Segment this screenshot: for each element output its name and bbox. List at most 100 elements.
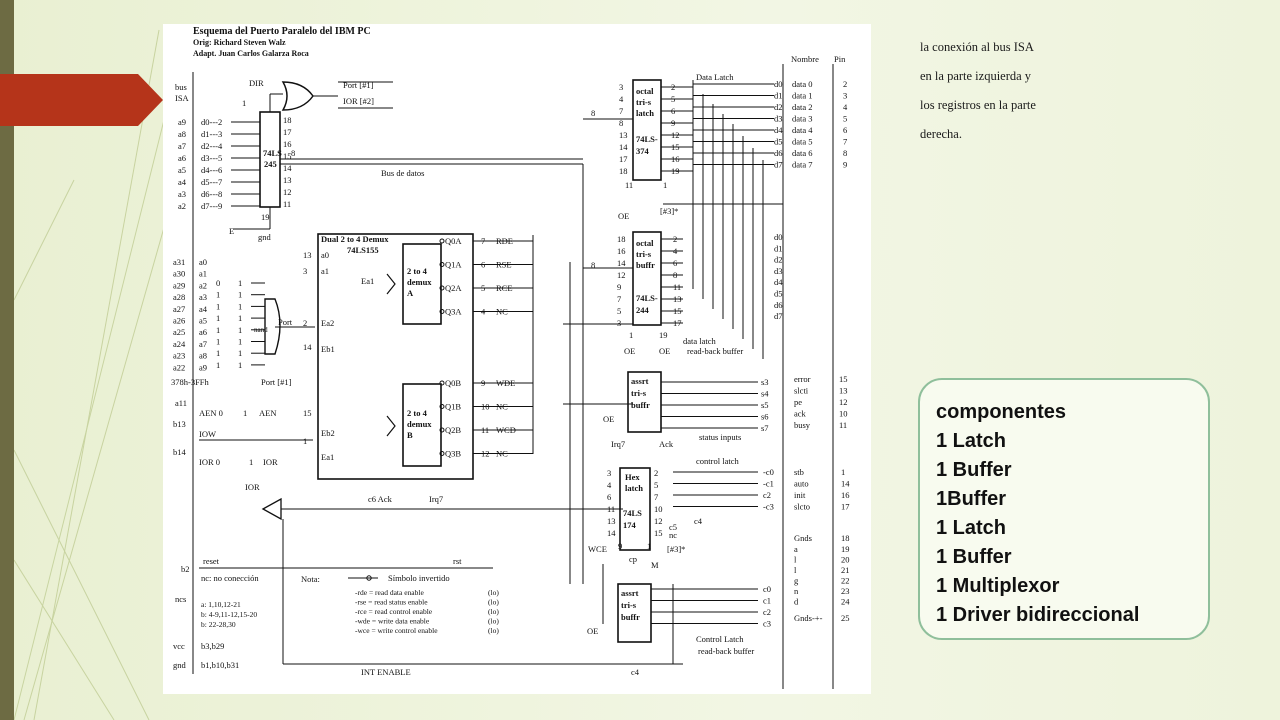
schematic-label: 1 [238, 290, 242, 300]
schematic-label: c1 [763, 596, 771, 606]
schematic-label: d3 [774, 114, 783, 124]
schematic-label: d3---5 [201, 153, 222, 163]
schematic-label: Irq7 [611, 439, 625, 449]
schematic-label: (lo) [488, 617, 499, 626]
schematic-label: 4 [843, 102, 848, 112]
schematic-label: 18 [617, 234, 626, 244]
schematic-label: 5 [671, 94, 675, 104]
nand-gate [264, 298, 281, 355]
schematic-label: 15 [283, 151, 292, 161]
schematic-label: 2 to 4 [407, 266, 428, 276]
schematic-label: Nombre [791, 54, 819, 64]
schematic-label: 374 [636, 146, 650, 156]
components-title: componentes [936, 401, 1067, 423]
schematic-label: [#3]* [660, 206, 678, 216]
schematic-label: reset [203, 556, 220, 566]
schematic-label: 11 [625, 180, 633, 190]
schematic-label: ncs [175, 594, 186, 604]
schematic-label: c5 [669, 522, 677, 532]
schematic-label: a22 [173, 362, 185, 372]
description-line: los registros en la parte [920, 98, 1036, 112]
schematic-label: (lo) [488, 626, 499, 635]
schematic-label: OE [587, 626, 598, 636]
schematic-label: octal [636, 238, 654, 248]
schematic-label: 6 [673, 258, 677, 268]
schematic-label: Data Latch [696, 72, 734, 82]
schematic-label: octal [636, 86, 654, 96]
control-buffer [617, 583, 652, 643]
schematic-label: IOR [245, 482, 260, 492]
schematic-label: bus [175, 82, 187, 92]
schematic-label: 7 [619, 106, 623, 116]
schematic-label: -wde = write data enable [355, 617, 430, 626]
schematic-label: a0 [199, 257, 207, 267]
schematic-label: a: 1,10,12-21 [201, 600, 241, 609]
schematic-label: 14 [841, 479, 850, 489]
schematic-label: assrt [621, 588, 639, 598]
schematic-label: Q3A [445, 307, 462, 317]
schematic-label: Q0A [445, 236, 462, 246]
schematic-label: d2---4 [201, 141, 223, 151]
schematic-label: RDE [496, 236, 513, 246]
schematic-label: IOW [199, 429, 216, 439]
schematic-label: 19 [261, 212, 270, 222]
component-item: 1 Buffer [936, 546, 1012, 568]
schematic-label: auto [794, 479, 809, 489]
schematic-label: 15 [671, 142, 680, 152]
schematic-label: A [407, 288, 414, 298]
schematic-label: 18 [841, 533, 850, 543]
driver-triangle [261, 497, 282, 521]
schematic-label: 1 [243, 408, 247, 418]
schematic-label: cp [629, 554, 637, 564]
schematic-label: latch [636, 108, 654, 118]
schematic-label: d [794, 597, 799, 607]
schematic-label: 24 [841, 597, 850, 607]
schematic-label: 9 [617, 282, 621, 292]
schematic-label: 245 [264, 159, 277, 169]
schematic-label: s4 [761, 389, 769, 399]
schematic-label: 22 [841, 576, 850, 586]
schematic-label: RCE [496, 283, 513, 293]
schematic-label: a31 [173, 257, 185, 267]
schematic-label: s3 [761, 377, 769, 387]
schematic-label: 16 [671, 154, 680, 164]
schematic-label: 74LS- [636, 293, 658, 303]
schematic-label: demux [407, 277, 432, 287]
schematic-label: 4 [607, 480, 612, 490]
inversion-bubble [439, 309, 445, 314]
schematic-label: 16 [283, 139, 292, 149]
schematic-label: 8 [843, 148, 847, 158]
schematic-label: E [229, 226, 234, 236]
schematic-label: 9 [843, 160, 847, 170]
schematic-label: 2 [303, 318, 307, 328]
description-line: en la parte izquierda y [920, 69, 1032, 83]
schematic-label: a24 [173, 339, 186, 349]
component-item: 1 Latch [936, 517, 1007, 539]
schematic-label: d7---9 [201, 201, 222, 211]
schematic-label: 13 [619, 130, 628, 140]
schematic-label: a5 [178, 165, 186, 175]
schematic-label: 5 [843, 114, 847, 124]
schematic-label: 1 [238, 301, 242, 311]
schematic-label: a3 [199, 292, 207, 302]
schematic-label: 0 [216, 278, 220, 288]
schematic-label: Q1A [445, 260, 462, 270]
schematic-label: nc: no conección [201, 573, 259, 583]
inversion-bubble [439, 380, 445, 386]
schematic-label: d5 [774, 137, 783, 147]
schematic-label: 12 [654, 516, 663, 526]
schematic-label: 1 [303, 436, 307, 446]
schematic-label: assrt [631, 376, 649, 386]
schematic-label: 11 [607, 504, 615, 514]
schematic-label: NC [496, 402, 508, 412]
schematic-label: 12 [481, 449, 490, 459]
schematic-label: 13 [607, 516, 616, 526]
schematic-label: b14 [173, 447, 187, 457]
schematic-label: 1 [238, 348, 242, 358]
schematic-label: d2 [774, 255, 783, 265]
schematic-label: 11 [839, 420, 847, 430]
schematic-label: Q3B [445, 449, 461, 459]
components-list: componentes 1 Latch 1 Buffer 1Buffer 1 L… [936, 398, 1139, 630]
schematic-label: Ea1 [321, 452, 334, 462]
